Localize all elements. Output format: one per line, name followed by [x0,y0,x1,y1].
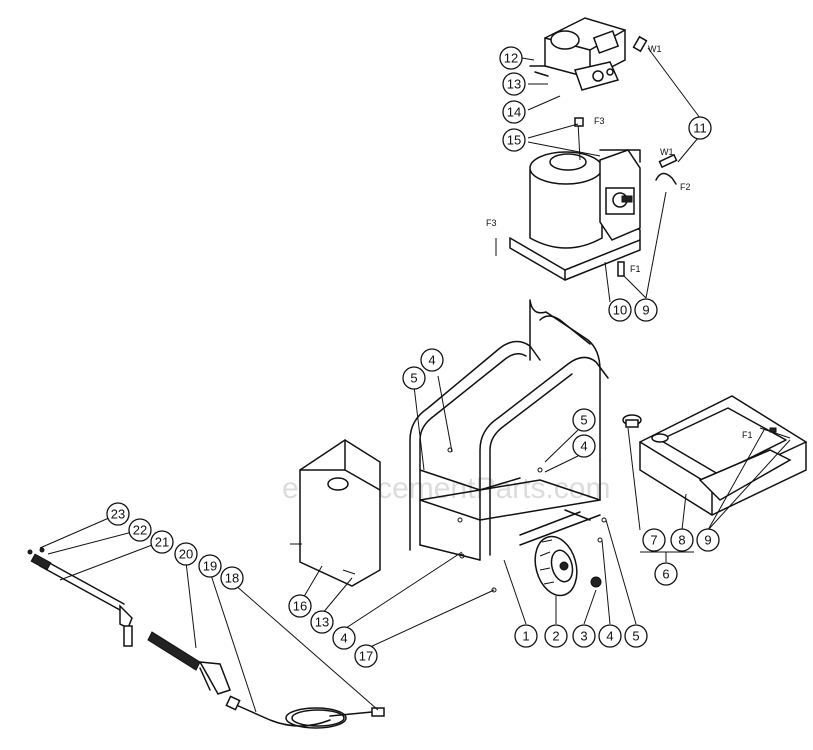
wheel-assembly [534,535,602,597]
fuel-tank: F1 [639,395,807,516]
engine-pump-assembly [529,17,626,91]
callout-3: 3 [572,624,596,648]
callout-1: 1 [514,624,538,648]
axle-hardware [459,517,607,593]
label-f1-mid: F1 [630,264,641,274]
callout-4: 4 [332,626,356,650]
hose-f2: F2 [655,172,691,192]
label-f1-tray: F1 [742,430,753,440]
callout-18: 18 [220,566,244,590]
callout-10: 10 [608,298,632,322]
svg-text:17: 17 [359,649,373,664]
leader-lines [39,47,791,713]
callout-23: 23 [106,502,130,526]
label-f3-left: F3 [486,218,497,228]
svg-text:7: 7 [650,533,657,548]
svg-text:3: 3 [580,629,587,644]
fitting-w1-mid: W1 [658,147,678,169]
callout-4: 4 [572,434,596,458]
callout-13: 13 [310,610,334,634]
label-w1-top: W1 [648,44,662,54]
callout-4: 4 [420,348,444,372]
svg-text:13: 13 [507,77,521,92]
svg-text:9: 9 [704,533,711,548]
callout-4: 4 [598,624,622,648]
fitting-f3-left: F3 [486,218,497,256]
callout-11: 11 [688,116,712,140]
callout-20: 20 [174,542,198,566]
heater-assembly [509,117,641,281]
callout-2: 2 [544,624,568,648]
callouts: 12 13 14 15 11 10 9 4 5 5 4 7 8 9 6 23 2… [106,46,720,668]
svg-text:4: 4 [606,629,613,644]
svg-text:2: 2 [552,629,559,644]
callout-13: 13 [502,72,526,96]
fuel-cap [622,414,642,428]
callout-6: 6 [654,562,678,586]
svg-text:10: 10 [613,303,627,318]
svg-text:5: 5 [632,629,639,644]
shroud-cover [290,439,381,587]
svg-text:16: 16 [293,599,307,614]
svg-text:18: 18 [225,571,239,586]
spray-wand [30,553,133,647]
callout-9: 9 [696,528,720,552]
main-frame [409,299,609,561]
callout-14: 14 [502,100,526,124]
svg-text:4: 4 [428,353,435,368]
callout-19: 19 [198,554,222,578]
callout-16: 16 [288,594,312,618]
svg-text:21: 21 [155,535,169,550]
callout-21: 21 [150,530,174,554]
svg-text:1: 1 [522,629,529,644]
svg-text:4: 4 [580,439,587,454]
callout-12: 12 [499,46,523,70]
label-f3-top: F3 [594,116,605,126]
label-f2: F2 [680,182,691,192]
callout-17: 17 [354,644,378,668]
callout-9: 9 [634,298,658,322]
pressure-hose [225,695,385,729]
svg-text:4: 4 [340,631,347,646]
svg-text:12: 12 [504,51,518,66]
svg-text:5: 5 [410,371,417,386]
callout-22: 22 [128,518,152,542]
svg-text:19: 19 [203,559,217,574]
svg-text:20: 20 [179,547,193,562]
svg-text:23: 23 [111,507,125,522]
fitting-w1-top: W1 [632,35,662,54]
callout-7: 7 [642,528,666,552]
svg-text:22: 22 [133,523,147,538]
svg-text:11: 11 [693,121,707,136]
callout-8: 8 [670,528,694,552]
fitting-f1-mid: F1 [617,261,641,277]
callout-15: 15 [502,128,526,152]
spray-gun [147,631,231,695]
callout-5: 5 [402,366,426,390]
svg-text:13: 13 [315,615,329,630]
svg-text:9: 9 [642,303,649,318]
svg-text:14: 14 [507,105,521,120]
callout-5: 5 [624,624,648,648]
svg-text:8: 8 [678,533,685,548]
callout-5: 5 [572,408,596,432]
svg-text:6: 6 [662,567,669,582]
label-w1-mid: W1 [660,147,674,157]
small-parts-22-23 [27,547,45,555]
svg-text:15: 15 [507,133,521,148]
svg-text:5: 5 [580,413,587,428]
